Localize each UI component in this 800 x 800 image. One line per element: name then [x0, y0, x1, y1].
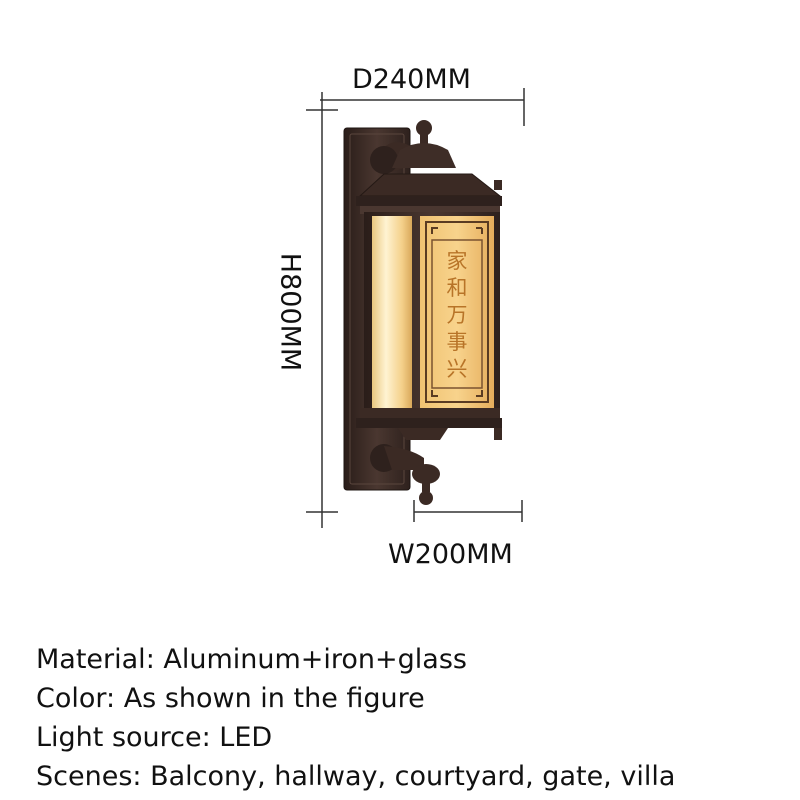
spec-scenes: Scenes: Balcony, hallway, courtyard, gat… [36, 761, 676, 792]
panel-char: 事 [446, 330, 468, 354]
depth-label: D240MM [352, 64, 471, 95]
panel-char: 万 [446, 303, 468, 327]
width-label: W200MM [388, 539, 513, 570]
spec-list: Material: Aluminum+iron+glass Color: As … [36, 640, 796, 796]
panel-char: 家 [446, 249, 468, 273]
spec-light-source: Light source: LED [36, 722, 273, 753]
lamp-panel-text: 家 和 万 事 兴 [433, 248, 481, 383]
spec-material: Material: Aluminum+iron+glass [36, 644, 467, 675]
spec-color: Color: As shown in the figure [36, 683, 425, 714]
panel-char: 和 [446, 276, 468, 300]
panel-char: 兴 [446, 357, 468, 381]
